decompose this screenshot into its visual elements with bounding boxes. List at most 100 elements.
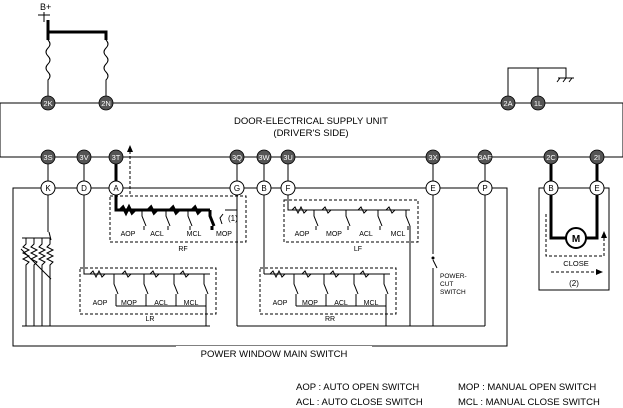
lr-mop-label: MOP (121, 300, 137, 307)
pin-e: E (425, 180, 441, 196)
resistor-3 (37, 238, 47, 326)
svg-text:3U: 3U (283, 153, 293, 162)
pin-d: D (76, 180, 92, 196)
fuse-2n (103, 39, 109, 96)
svg-text:1L: 1L (534, 99, 542, 108)
lr-group-label: LR (146, 316, 155, 323)
legend-aop: AOP : AUTO OPEN SWITCH (296, 382, 419, 393)
pin-p: P (477, 180, 493, 196)
rf-mop-label: MOP (216, 231, 232, 238)
pin-b: B (256, 180, 272, 196)
legend-acl: ACL : AUTO CLOSE SWITCH (296, 397, 423, 408)
terminal-3u: 3U (280, 149, 296, 165)
supply-unit-title: DOOR-ELECTRICAL SUPPLY UNIT (234, 116, 388, 127)
terminal-2k: 2K (40, 95, 56, 111)
lf-mcl-label: MCL (391, 231, 406, 238)
rr-group-box (259, 267, 397, 315)
svg-text:D: D (81, 184, 87, 193)
rr-switches (293, 274, 389, 326)
lf-aop-label: AOP (295, 231, 310, 238)
terminal-2c: 2C (543, 149, 559, 165)
callout-1: (1) (228, 214, 238, 223)
svg-text:3T: 3T (112, 153, 121, 162)
pin-f: F (280, 180, 296, 196)
power-cut-label-3: SWITCH (440, 289, 466, 296)
motor-box (538, 187, 610, 291)
rr-acl-label: ACL (334, 300, 348, 307)
power-cut-label-2: CUT (440, 281, 453, 288)
supply-unit-subtitle: (DRIVER'S SIDE) (273, 128, 348, 139)
rr-group-label: RR (325, 316, 335, 323)
motor-pin-e: E (589, 180, 605, 196)
rr-mcl-label: MCL (364, 300, 379, 307)
terminal-2a: 2A (500, 95, 516, 111)
supply-unit-box (0, 102, 623, 158)
motor-current-arrow (545, 214, 605, 257)
motor-direction-label: CLOSE (563, 259, 588, 268)
rr-aop-label: AOP (273, 300, 288, 307)
lr-acl-label: ACL (154, 300, 168, 307)
svg-text:B: B (548, 184, 553, 193)
lr-switches (113, 274, 209, 326)
rf-aop-label: AOP (121, 231, 136, 238)
lf-group-box (283, 199, 419, 243)
svg-text:F: F (286, 184, 291, 193)
lr-aop-label: AOP (93, 300, 108, 307)
rf-acl-label: ACL (150, 231, 164, 238)
motor-pin-b: B (543, 180, 559, 196)
svg-text:P: P (482, 184, 487, 193)
terminal-3v: 3V (76, 149, 92, 165)
rf-switches (141, 210, 216, 230)
svg-text:2A: 2A (503, 99, 512, 108)
legend-mcl: MCL : MANUAL CLOSE SWITCH (458, 397, 600, 408)
motor-icon (565, 227, 587, 249)
motor-symbol: M (572, 234, 580, 245)
rr-mop-label: MOP (302, 300, 318, 307)
pin-g: G (229, 180, 245, 196)
ground-icon (556, 77, 574, 83)
svg-text:3V: 3V (79, 153, 88, 162)
terminal-3s: 3S (40, 149, 56, 165)
battery-bus (46, 20, 108, 40)
power-cut-switch (432, 259, 438, 326)
fuse-2k (45, 39, 51, 96)
svg-text:K: K (45, 184, 51, 193)
power-cut-label-1: POWER- (440, 273, 467, 280)
terminal-1l: 1L (530, 95, 546, 111)
callout-2: (2) (569, 279, 579, 288)
lf-group-label: LF (354, 246, 362, 253)
terminal-2i: 2I (589, 149, 605, 165)
svg-text:3S: 3S (43, 153, 52, 162)
lf-acl-label: ACL (359, 231, 373, 238)
lr-group-box (79, 267, 217, 315)
rf-mcl-label: MCL (187, 231, 202, 238)
lf-switches (313, 210, 411, 230)
resistor-2 (29, 238, 39, 326)
svg-text:2I: 2I (594, 153, 600, 162)
svg-text:3Q: 3Q (232, 153, 242, 162)
resistor-4 (45, 238, 55, 326)
svg-text:2C: 2C (546, 153, 556, 162)
svg-text:2K: 2K (43, 99, 52, 108)
terminal-3af: 3AF (477, 149, 493, 165)
terminal-2n: 2N (98, 95, 114, 111)
pin-k: K (40, 180, 56, 196)
legend-mop: MOP : MANUAL OPEN SWITCH (458, 382, 596, 393)
terminal-3w: 3W (256, 149, 272, 165)
svg-text:E: E (594, 184, 599, 193)
svg-text:3X: 3X (428, 153, 437, 162)
rf-group-box (109, 195, 247, 243)
svg-text:2N: 2N (101, 99, 111, 108)
pin-a: A (108, 180, 124, 196)
svg-text:A: A (113, 184, 119, 193)
svg-text:3AF: 3AF (478, 153, 492, 162)
terminal-3x: 3X (425, 149, 441, 165)
ground-wire (507, 67, 567, 96)
lf-mop-label: MOP (326, 231, 342, 238)
svg-text:3W: 3W (258, 153, 270, 162)
svg-text:G: G (234, 184, 240, 193)
lr-mcl-label: MCL (184, 300, 199, 307)
battery-label: B+ (40, 2, 51, 12)
